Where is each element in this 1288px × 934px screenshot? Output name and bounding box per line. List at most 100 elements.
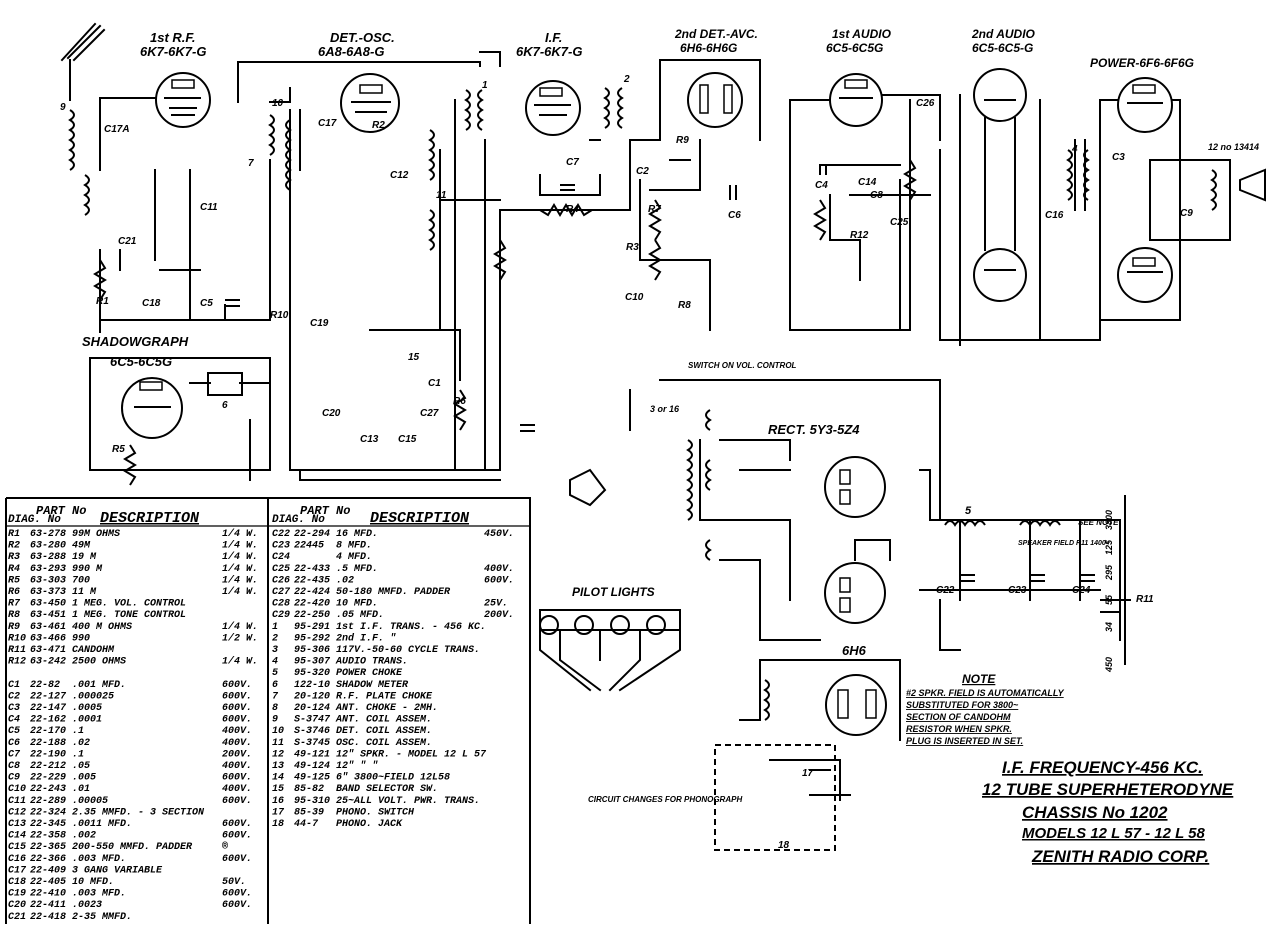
table-cell-desc: 25~ALL VOLT. PWR. TRANS. bbox=[336, 796, 480, 807]
audio2-type: 6C5-6C5-G bbox=[972, 41, 1033, 55]
table-cell-desc: .0005 bbox=[72, 703, 102, 714]
component-label: C9 bbox=[1180, 208, 1193, 219]
table-cell-rating: 400V. bbox=[222, 784, 252, 795]
table-cell-diag: R12 bbox=[8, 657, 26, 668]
table-cell-part: 20-124 bbox=[294, 703, 330, 714]
table-cell-rating: 1/2 W. bbox=[222, 632, 258, 644]
component-label: C15 bbox=[398, 434, 417, 445]
table-cell-diag: C1 bbox=[8, 680, 20, 691]
table-cell-diag: 8 bbox=[272, 703, 278, 714]
table-cell-diag: C26 bbox=[272, 575, 290, 586]
table-cell-part: 63-373 bbox=[30, 587, 66, 598]
table-cell-part: 22-190 bbox=[30, 749, 66, 760]
tube-audio1 bbox=[829, 73, 883, 127]
table-cell-diag: R7 bbox=[8, 599, 21, 610]
component-label: R5 bbox=[112, 444, 125, 455]
table-cell-desc: 4 MFD. bbox=[336, 552, 372, 563]
speaker-field-label: SPEAKER FIELD R11 1400~ bbox=[1018, 540, 1110, 547]
component-label: R4 bbox=[566, 204, 579, 215]
component-label: 9 bbox=[60, 102, 66, 113]
detavc-type: 6H6-6H6G bbox=[680, 41, 737, 55]
table-cell-part: 44-7 bbox=[294, 819, 319, 830]
table-cell-rating: 600V. bbox=[222, 773, 252, 784]
table-cell-part: 63-450 bbox=[30, 599, 66, 610]
table-cell-part: 63-461 bbox=[30, 622, 66, 633]
table-cell-desc: .5 MFD. bbox=[336, 564, 378, 575]
table-cell-desc: .05 MFD. bbox=[336, 610, 384, 621]
table-cell-part: 22-411 bbox=[30, 900, 66, 911]
table-cell-rating: 25V. bbox=[484, 599, 508, 610]
table-cell-diag: R8 bbox=[8, 610, 20, 621]
component-label: R3 bbox=[626, 242, 639, 253]
table-cell-desc: 1st I.F. TRANS. - 456 KC. bbox=[336, 622, 486, 633]
table-cell-rating: 50V. bbox=[222, 877, 246, 888]
table-cell-rating: 600V. bbox=[222, 854, 252, 865]
table-cell-part: 22-243 bbox=[30, 784, 66, 795]
table-cell-part: 22-410 bbox=[30, 889, 66, 900]
component-label: C8 bbox=[870, 190, 883, 201]
shadowgraph-type: 6C5-6C5G bbox=[110, 354, 172, 369]
table-cell-desc: 117V.-50-60 CYCLE TRANS. bbox=[336, 645, 480, 656]
table-cell-part: 63-466 bbox=[30, 633, 66, 644]
table-cell-diag: R5 bbox=[8, 575, 20, 586]
title-block-line: ZENITH RADIO CORP. bbox=[1031, 847, 1209, 866]
table-cell-diag: C6 bbox=[8, 738, 20, 749]
audio1-type: 6C5-6C5G bbox=[826, 41, 883, 55]
component-label: R2 bbox=[372, 120, 385, 131]
table-cell-rating: 1/4 W. bbox=[222, 540, 258, 552]
component-label: C11 bbox=[200, 202, 218, 213]
table-cell-rating: 200V. bbox=[484, 610, 514, 621]
table-cell-desc: .01 bbox=[72, 784, 90, 795]
table-cell-part: 95-291 bbox=[294, 622, 330, 633]
table-cell-desc: 2500 OHMS bbox=[72, 657, 126, 668]
table-cell-part: 85-39 bbox=[294, 807, 324, 818]
table-cell-diag: C8 bbox=[8, 761, 20, 772]
table-header-part: PART No bbox=[300, 504, 350, 518]
table-cell-diag: 17 bbox=[272, 807, 285, 818]
table-cell-desc: 10 MFD. bbox=[336, 599, 378, 610]
component-label: C4 bbox=[815, 180, 828, 191]
table-cell-part: 49-124 bbox=[294, 761, 330, 772]
table-cell-diag: C4 bbox=[8, 715, 20, 726]
shadowgraph-title: SHADOWGRAPH bbox=[82, 334, 189, 349]
table-cell-diag: C9 bbox=[8, 773, 20, 784]
table-cell-part: 22-82 bbox=[30, 680, 60, 691]
divider-tap-label: 55 bbox=[1104, 594, 1114, 605]
table-cell-rating: 600V. bbox=[222, 831, 252, 842]
divider-tap-label: 125 bbox=[1104, 539, 1114, 555]
table-cell-diag: C25 bbox=[272, 564, 290, 575]
parts-table-frame bbox=[5, 497, 531, 924]
component-label: R8 bbox=[678, 300, 691, 311]
table-cell-rating: 1/4 W. bbox=[222, 528, 258, 540]
table-cell-diag: C18 bbox=[8, 877, 26, 888]
table-cell-diag: R4 bbox=[8, 564, 20, 575]
table-cell-rating: 200V. bbox=[222, 749, 252, 760]
component-label: R6 bbox=[453, 396, 466, 407]
table-cell-rating: 600V. bbox=[222, 796, 252, 807]
table-cell-part: 22-418 bbox=[30, 912, 66, 923]
tube-rectifier bbox=[824, 456, 886, 624]
see-note-label: SEE NOTE bbox=[1078, 518, 1119, 527]
table-cell-diag: 7 bbox=[272, 691, 279, 702]
table-cell-part: 22-366 bbox=[30, 854, 66, 865]
if-title: I.F. bbox=[545, 30, 562, 45]
component-label: R1 bbox=[96, 296, 109, 307]
table-cell-part: 63-242 bbox=[30, 657, 66, 668]
table-cell-desc: 12" " " bbox=[336, 760, 378, 772]
table-cell-rating: 1/4 W. bbox=[222, 574, 258, 586]
table-cell-part: 63-280 bbox=[30, 541, 66, 552]
component-label: C5 bbox=[200, 298, 213, 309]
tube-rf bbox=[155, 72, 211, 128]
component-label: C26 bbox=[916, 98, 935, 109]
table-cell-desc: 10 MFD. bbox=[72, 877, 114, 888]
table-cell-part: 85-82 bbox=[294, 784, 324, 795]
table-cell-rating: ® bbox=[222, 841, 228, 853]
table-cell-part: S-3745 bbox=[294, 738, 330, 749]
divider-tap-label: 3800 bbox=[1104, 510, 1114, 530]
vacuum-tubes bbox=[121, 68, 1173, 736]
component-label: C10 bbox=[625, 292, 644, 303]
table-cell-desc: PHONO. JACK bbox=[336, 819, 403, 830]
table-cell-diag: 6 bbox=[272, 680, 278, 691]
table-cell-desc: 12" SPKR. - MODEL 12 L 57 bbox=[336, 748, 487, 760]
